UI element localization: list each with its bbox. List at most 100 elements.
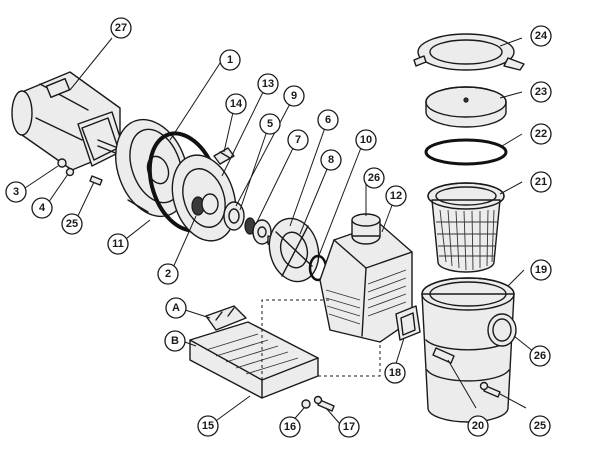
- callout-19: 19: [530, 259, 552, 281]
- callout-number: 2: [165, 268, 171, 280]
- callout-number: 23: [535, 86, 547, 98]
- callout-14: 14: [225, 93, 247, 115]
- callout-circle: [157, 263, 179, 285]
- callout-21: 21: [530, 171, 552, 193]
- diffuser-housing: [171, 154, 237, 242]
- callout-circle: [529, 345, 551, 367]
- callout-number: 20: [472, 420, 484, 432]
- callout-number: 24: [535, 30, 548, 42]
- callout-5: 5: [259, 113, 281, 135]
- callout-circle: [31, 197, 53, 219]
- callout-circle: [385, 185, 407, 207]
- callout-number: 6: [325, 114, 331, 126]
- seal-plate: [115, 118, 189, 218]
- lid-ring: [413, 33, 525, 71]
- callout-22: 22: [530, 123, 552, 145]
- callout-circle: [107, 233, 129, 255]
- callout-18: 18: [384, 362, 406, 384]
- callout-number: 26: [368, 172, 380, 184]
- pump-body: [319, 213, 413, 343]
- motor: [11, 71, 129, 171]
- gasket-18: [395, 305, 421, 341]
- callout-1: 1: [219, 49, 241, 71]
- callout-8: 8: [320, 149, 342, 171]
- callout-circle: [165, 297, 187, 319]
- callout-number: 8: [328, 154, 334, 166]
- callout-circle: [259, 113, 281, 135]
- pump-base: [189, 321, 319, 399]
- washer-4: [65, 167, 75, 177]
- callout-number: 21: [535, 176, 547, 188]
- callout-A: A: [165, 297, 187, 319]
- callout-9: 9: [283, 85, 305, 107]
- callout-number: 7: [295, 134, 301, 146]
- callout-number: 15: [202, 420, 214, 432]
- callout-circle: [530, 25, 552, 47]
- bracket-14: [213, 147, 235, 165]
- callout-B: B: [164, 330, 186, 352]
- callout-number: 10: [360, 134, 372, 146]
- callout-6: 6: [317, 109, 339, 131]
- callout-number: 19: [535, 264, 547, 276]
- bolt-3: [57, 158, 67, 168]
- callout-circle: [530, 171, 552, 193]
- callout-number: 12: [390, 190, 402, 202]
- callout-26: 26: [529, 345, 551, 367]
- callout-number: 27: [115, 22, 127, 34]
- callout-11: 11: [107, 233, 129, 255]
- strainer-basket: [427, 182, 505, 273]
- callout-27: 27: [110, 17, 132, 39]
- assembly-guide-lines: [261, 299, 381, 398]
- callout-circle: [317, 109, 339, 131]
- callout-number: 1: [227, 54, 233, 66]
- callout-number: 3: [13, 186, 19, 198]
- callout-12: 12: [385, 185, 407, 207]
- callout-number: 22: [535, 128, 547, 140]
- lid-o-ring: [424, 138, 508, 166]
- callout-circle: [320, 149, 342, 171]
- callout-circle: [384, 362, 406, 384]
- callout-circle: [363, 167, 385, 189]
- callout-circle: [197, 415, 219, 437]
- diffuser-8: [268, 217, 320, 283]
- callout-number: 18: [389, 367, 401, 379]
- callout-circle: [279, 416, 301, 438]
- callout-circle: [225, 93, 247, 115]
- callout-number: 11: [112, 238, 124, 250]
- pot-lid: [425, 86, 507, 128]
- callout-25: 25: [61, 213, 83, 235]
- callout-number: 16: [284, 421, 296, 433]
- callout-number: 14: [230, 98, 243, 110]
- callout-circle: [61, 213, 83, 235]
- strainer-pot: [421, 277, 517, 423]
- callout-7: 7: [287, 129, 309, 151]
- callout-15: 15: [197, 415, 219, 437]
- callout-circle: [355, 129, 377, 151]
- callout-circle: [5, 181, 27, 203]
- callout-number: 13: [262, 78, 274, 90]
- callout-number: 5: [267, 118, 273, 130]
- callout-10: 10: [355, 129, 377, 151]
- callout-number: 26: [534, 350, 546, 362]
- screw-25-left: [89, 175, 103, 186]
- callout-circle: [164, 330, 186, 352]
- base-clip-a: [205, 305, 247, 331]
- callout-circle: [530, 81, 552, 103]
- callout-16: 16: [279, 416, 301, 438]
- callout-circle: [338, 416, 360, 438]
- callout-circle: [219, 49, 241, 71]
- callout-number: 25: [66, 218, 78, 230]
- callout-2: 2: [157, 263, 179, 285]
- callout-number: 9: [291, 90, 297, 102]
- callout-4: 4: [31, 197, 53, 219]
- callout-number: A: [172, 302, 180, 314]
- callout-circle: [110, 17, 132, 39]
- callout-circle: [529, 415, 551, 437]
- callout-23: 23: [530, 81, 552, 103]
- callout-number: 4: [39, 202, 46, 214]
- seal-5: [223, 201, 245, 231]
- callout-20: 20: [467, 415, 489, 437]
- callout-circle: [287, 129, 309, 151]
